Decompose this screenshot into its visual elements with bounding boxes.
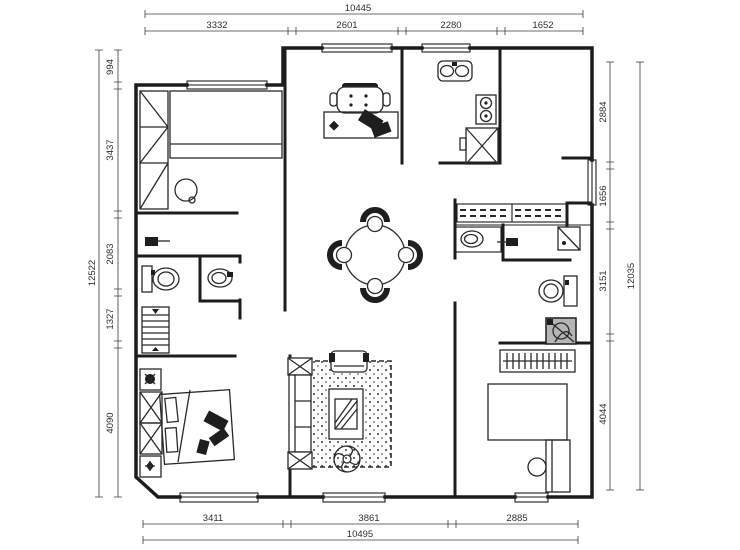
toilet-icon xyxy=(141,265,180,293)
dim-label: 4090 xyxy=(105,412,116,433)
dim-label: 4044 xyxy=(598,403,609,424)
hanger-rail-icon xyxy=(499,349,576,373)
bedroom1 xyxy=(139,90,283,210)
dim-label: 3332 xyxy=(206,20,227,31)
dim-label: 3861 xyxy=(358,513,379,524)
wash-basin-icon xyxy=(454,226,502,253)
dining-chair-icon xyxy=(327,240,353,270)
dining-chair-icon xyxy=(397,240,423,270)
stool-icon xyxy=(527,457,547,477)
dim-label: 1327 xyxy=(105,308,116,329)
living-room xyxy=(287,350,392,473)
sofa-icon xyxy=(288,374,312,453)
dimension-left: 12522 994 3437 2083 1327 4090 xyxy=(87,49,122,498)
dim-label: 12522 xyxy=(87,260,98,286)
entry-door-opening xyxy=(587,159,597,206)
dim-label: 2884 xyxy=(598,101,609,122)
dim-label: 3437 xyxy=(105,139,116,160)
dining-area xyxy=(327,207,423,303)
study-area xyxy=(323,83,399,139)
bedroom3 xyxy=(487,349,576,493)
nightstand-plant-icon xyxy=(139,455,162,478)
bathroom1 xyxy=(141,237,233,354)
dim-label: 12035 xyxy=(626,263,637,289)
shoe-cabinet-icon xyxy=(141,306,170,354)
refrigerator-icon xyxy=(459,127,499,165)
dim-label: 3151 xyxy=(598,270,609,291)
window-icon xyxy=(322,492,386,503)
dim-label: 994 xyxy=(105,59,116,75)
window-icon xyxy=(514,492,549,503)
desk-icon xyxy=(545,439,571,493)
single-bed-icon xyxy=(169,90,283,159)
window-icon xyxy=(179,492,259,503)
bedroom2 xyxy=(139,368,236,478)
side-table-icon xyxy=(287,357,313,376)
single-bed-icon xyxy=(487,383,568,441)
dim-label: 1652 xyxy=(532,20,553,31)
dim-label: 1656 xyxy=(598,185,609,206)
dining-chair-icon xyxy=(360,277,390,303)
dimension-bottom: 3411 3861 2885 10495 xyxy=(142,513,579,544)
stool-icon xyxy=(174,178,198,204)
dim-label: 2280 xyxy=(440,20,461,31)
dim-label: 10495 xyxy=(347,529,373,540)
window-icon xyxy=(321,43,393,53)
faucet-icon xyxy=(145,237,170,246)
fan-icon xyxy=(333,445,361,473)
dim-label: 10445 xyxy=(345,3,371,14)
windows xyxy=(179,43,597,503)
wardrobe-icon xyxy=(139,90,169,210)
dimension-top: 10445 3332 2601 2280 1652 xyxy=(144,3,584,35)
corner-shelf-icon xyxy=(557,226,581,251)
faucet-icon xyxy=(497,238,518,246)
dimension-right: 2884 1656 3151 4044 12035 xyxy=(598,61,644,491)
kitchen xyxy=(437,60,499,165)
stove-icon xyxy=(475,94,497,125)
double-bed-icon xyxy=(158,388,236,466)
armchair-icon xyxy=(329,350,369,373)
dining-table-icon xyxy=(344,224,406,286)
wash-basin-icon xyxy=(207,268,233,288)
dim-label: 3411 xyxy=(203,513,223,524)
side-table-icon xyxy=(287,451,313,470)
dim-label: 2083 xyxy=(105,243,116,264)
bathroom2 xyxy=(454,203,581,345)
office-chair-icon xyxy=(329,83,391,114)
window-icon xyxy=(421,43,471,53)
kitchen-sink-icon xyxy=(437,60,473,82)
washing-machine-icon xyxy=(545,317,577,345)
dim-label: 2885 xyxy=(506,513,527,524)
sliding-closet-icon xyxy=(456,203,568,223)
dim-label: 2601 xyxy=(336,20,357,31)
wardrobe-icon xyxy=(139,391,163,455)
window-icon xyxy=(186,80,268,90)
nightstand-plant-icon xyxy=(139,368,162,391)
toilet-icon xyxy=(538,275,578,307)
dining-chair-icon xyxy=(360,207,390,233)
coffee-table-icon xyxy=(328,388,364,440)
